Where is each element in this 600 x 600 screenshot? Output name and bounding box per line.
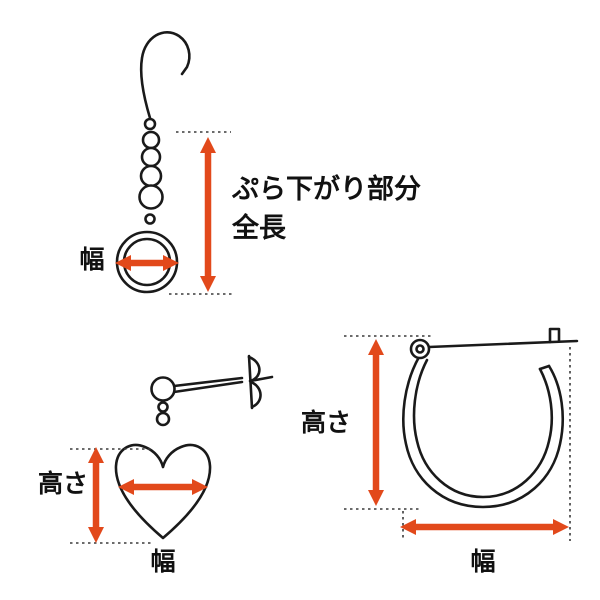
heart-stud-earring-illustration xyxy=(114,354,274,540)
butterfly-clutch-icon xyxy=(247,355,261,383)
bead-icon xyxy=(139,164,163,188)
bead-icon xyxy=(140,146,162,168)
dangle-total-length-arrow xyxy=(200,137,216,292)
arrow-head-icon xyxy=(88,527,104,543)
hinge-inner-icon xyxy=(415,344,425,354)
heart-width-arrow xyxy=(118,479,208,495)
hoop-height-label: 高さ xyxy=(301,408,351,437)
arrow-head-icon xyxy=(192,479,208,495)
arrow-head-icon xyxy=(553,519,569,535)
bead-icon xyxy=(141,130,161,150)
stud-post-icon xyxy=(172,376,244,388)
ring-width-arrow xyxy=(115,255,179,271)
dangle-total-length-label-line2: 全長 xyxy=(231,212,287,244)
hoop-width-arrow xyxy=(400,519,569,535)
arrow-head-icon xyxy=(118,479,134,495)
hoop-outer-icon xyxy=(402,355,565,509)
labels: 幅 ぷら下がり部分 全長 高さ 幅 高さ 幅 xyxy=(38,173,496,576)
connector-loop-icon xyxy=(144,213,156,225)
bead-icon xyxy=(138,184,164,210)
bead-icon xyxy=(155,411,171,427)
arrow-head-icon xyxy=(115,255,131,271)
hoop-inner-icon xyxy=(412,358,554,499)
stud-post-icon xyxy=(172,380,244,394)
hook-earring-illustration xyxy=(115,30,191,294)
arrow-head-icon xyxy=(163,255,179,271)
dangle-total-length-label-line1: ぷら下がり部分 xyxy=(231,173,421,205)
dangle-width-label: 幅 xyxy=(79,245,104,274)
arrow-head-icon xyxy=(368,490,384,506)
heart-charm-icon xyxy=(114,443,212,540)
hinge-outer-icon xyxy=(409,338,431,360)
bead-icon xyxy=(157,401,169,413)
hook-loop-icon xyxy=(143,117,157,131)
arrow-head-icon xyxy=(200,276,216,292)
measurement-arrows xyxy=(88,137,569,543)
extent-guide-lines xyxy=(70,131,571,544)
heart-width-label: 幅 xyxy=(150,547,175,576)
heart-height-label: 高さ xyxy=(38,469,88,498)
hoop-latch-stub-icon xyxy=(548,327,561,344)
arrow-head-icon xyxy=(400,519,416,535)
arrow-head-icon xyxy=(200,137,216,153)
hoop-end-cap-icon xyxy=(538,364,551,371)
hoop-latch-wire-icon xyxy=(427,339,579,349)
ear-hook-wire-icon xyxy=(139,30,191,120)
arrow-head-icon xyxy=(368,339,384,355)
arrow-head-icon xyxy=(88,447,104,463)
hoop-height-arrow xyxy=(368,339,384,506)
butterfly-clutch-icon xyxy=(249,380,262,409)
hoop-width-label: 幅 xyxy=(470,547,495,576)
heart-height-arrow xyxy=(88,447,104,543)
hoop-earring-illustration xyxy=(402,327,579,509)
stud-ball-icon xyxy=(150,376,176,402)
